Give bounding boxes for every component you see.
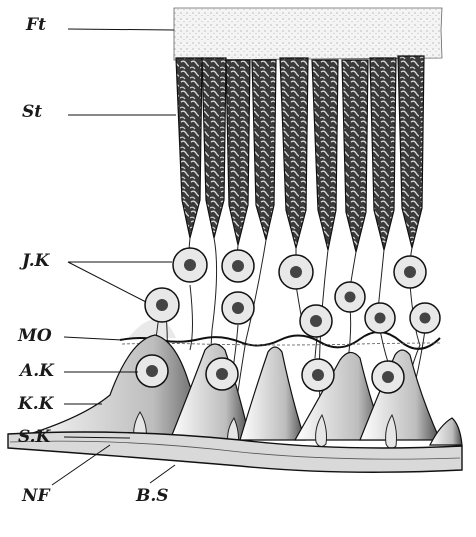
label-kk: K.K [18,395,53,413]
cuticle-band [174,8,442,60]
label-jk: J.K [22,252,49,270]
label-mo: MO [18,327,52,345]
label-nf: NF [22,487,50,505]
label-sk: S.K [18,428,50,446]
label-bs: B.S [136,487,169,505]
label-st: St [22,103,42,121]
rod-cells [176,56,424,252]
inner-shading [128,319,176,338]
label-ak: A.K [20,362,54,380]
label-ft: Ft [26,16,46,34]
